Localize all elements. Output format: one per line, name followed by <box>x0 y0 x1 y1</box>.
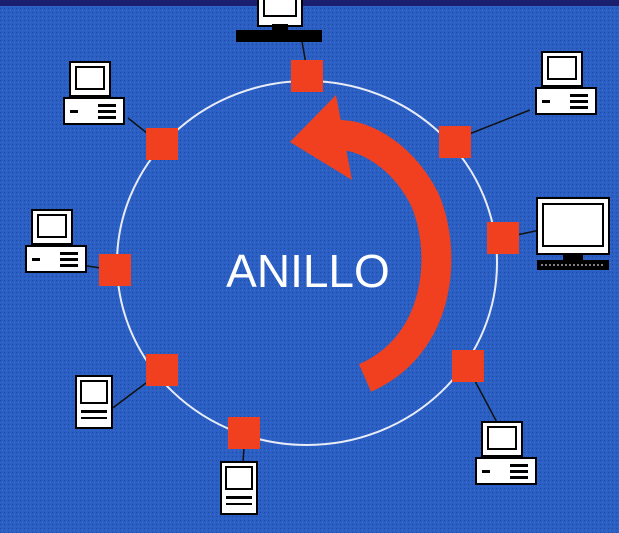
ring-node-lower-left <box>146 354 178 386</box>
compact-computer-icon <box>220 461 258 515</box>
ring-node-upper-left <box>146 128 178 160</box>
desktop-computer-icon <box>236 0 322 42</box>
ring-node-upper-right <box>439 126 471 158</box>
ring-node-left <box>99 254 131 286</box>
top-bar <box>0 0 619 6</box>
ring-node-bottom <box>228 417 260 449</box>
compact-computer-icon <box>75 375 113 429</box>
ring-nodes <box>99 60 519 449</box>
ring-node-top <box>291 60 323 92</box>
ring-node-lower-right <box>452 350 484 382</box>
direction-arrow <box>290 95 452 392</box>
ring-label: ANILLO <box>226 245 390 297</box>
ring-node-right <box>487 222 519 254</box>
